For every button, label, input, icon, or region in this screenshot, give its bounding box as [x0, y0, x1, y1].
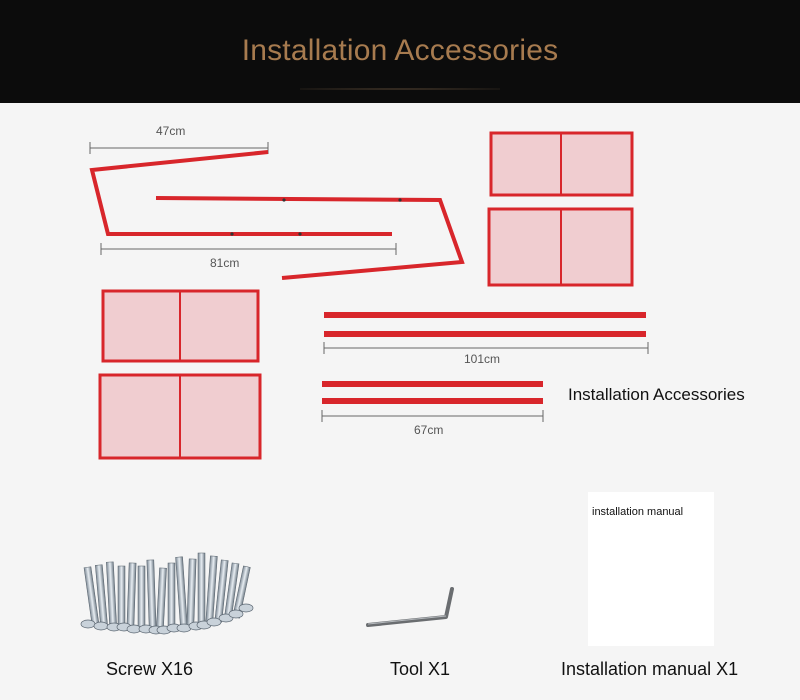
header-glow: [300, 88, 500, 90]
rod-joints: [230, 198, 402, 236]
dimension-label-67: 67cm: [414, 423, 444, 437]
installation-manual-sheet: installation manual: [588, 492, 714, 646]
manual-sheet-title: installation manual: [592, 506, 684, 518]
caption-manual: Installation manual X1: [561, 659, 739, 679]
dimension-label-101: 101cm: [464, 352, 501, 366]
header-banner: Installation Accessories: [0, 0, 800, 103]
caption-screw: Screw X16: [106, 659, 194, 679]
hex-key-tool: [366, 587, 454, 627]
dimension-line-47: [89, 142, 269, 154]
long-bars: [324, 312, 646, 337]
caption-tool: Tool X1: [390, 659, 451, 679]
mesh-panel-left-2: [98, 373, 262, 460]
dimension-line-67: [321, 410, 544, 422]
dimension-label-81: 81cm: [210, 256, 240, 270]
screws-bundle: [80, 552, 254, 635]
accessories-section-label: Installation Accessories: [568, 385, 745, 404]
mesh-panel-top-right-1: [489, 131, 634, 197]
page-title: Installation Accessories: [241, 34, 559, 67]
dimension-line-81: [100, 243, 397, 255]
mesh-panel-left-1: [101, 289, 260, 363]
bent-rod: [89, 150, 465, 280]
dimension-line-101: [323, 342, 649, 354]
short-bars: [322, 381, 543, 404]
mesh-panel-top-right-2: [487, 207, 634, 287]
dimension-label-47: 47cm: [156, 124, 186, 138]
